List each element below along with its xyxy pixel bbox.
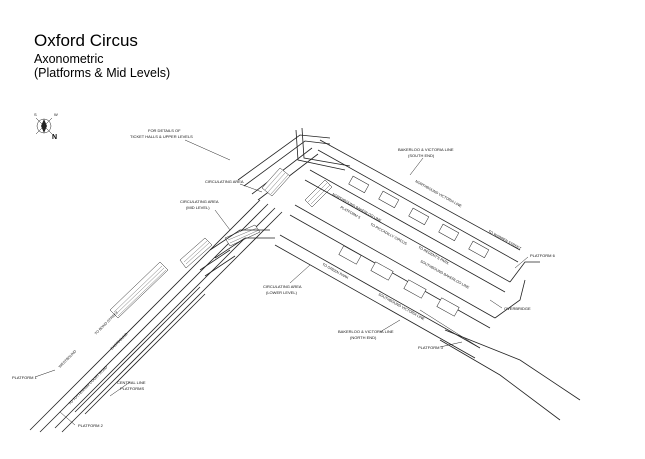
label-circulating-mid-2: (MID LEVEL) bbox=[186, 205, 210, 210]
label-bv-north-1: BAKERLOO & VICTORIA LINE bbox=[338, 329, 394, 334]
compass-icon: S W N bbox=[34, 112, 58, 141]
subtitle-levels: (Platforms & Mid Levels) bbox=[34, 66, 171, 80]
label-platform-6: PLATFORM 6 bbox=[530, 253, 556, 258]
label-nb-victoria: NORTHBOUND VICTORIA LINE bbox=[415, 179, 463, 208]
page-title: Oxford Circus bbox=[34, 31, 138, 50]
escalator-lower-left bbox=[109, 261, 169, 319]
label-details-2: TICKET HALLS & UPPER LEVELS bbox=[130, 134, 193, 139]
compass-w-label: W bbox=[54, 112, 58, 117]
label-to-green-park: TO GREEN PARK bbox=[322, 262, 350, 280]
label-details-1: FOR DETAILS OF bbox=[148, 128, 181, 133]
label-westbound: WESTBOUND bbox=[58, 349, 78, 369]
label-circulating-area: CIRCULATING AREA bbox=[205, 179, 244, 184]
label-bv-south-2: (SOUTH END) bbox=[408, 153, 435, 158]
label-platform-2: PLATFORM 2 bbox=[78, 423, 104, 428]
label-central-line-2: PLATFORMS bbox=[120, 386, 144, 391]
cross-passages bbox=[338, 175, 490, 317]
label-circulating-lower-2: (LOWER LEVEL) bbox=[266, 290, 298, 295]
victoria-bakerloo-platforms bbox=[199, 139, 581, 421]
label-circulating-lower-1: CIRCULATING AREA bbox=[263, 284, 302, 289]
escalator-lower-right bbox=[224, 224, 261, 247]
escalator-mid-left bbox=[179, 237, 213, 269]
label-overbridge: OVERBRIDGE bbox=[504, 306, 531, 311]
label-to-bond-street: TO BOND STREET bbox=[94, 310, 120, 336]
compass-north-label: N bbox=[52, 134, 57, 141]
leader-lines bbox=[34, 139, 529, 426]
compass-s-label: S bbox=[34, 112, 37, 117]
label-eastbound: EASTBOUND bbox=[110, 332, 129, 351]
subtitle-axonometric: Axonometric bbox=[34, 52, 104, 66]
label-platform-3: PLATFORM 3 bbox=[418, 345, 444, 350]
label-bv-south-1: BAKERLOO & VICTORIA LINE bbox=[398, 147, 454, 152]
upper-feeder-corridors bbox=[237, 127, 351, 208]
label-to-tottenham: TO TOTTENHAM COURT ROAD bbox=[68, 365, 109, 406]
label-platform-1: PLATFORM 1 bbox=[12, 375, 38, 380]
label-central-line-1: CENTRAL LINE bbox=[117, 380, 146, 385]
label-bv-north-2: (NORTH END) bbox=[350, 335, 377, 340]
escalator-upper bbox=[261, 167, 291, 197]
label-circulating-mid-1: CIRCULATING AREA bbox=[180, 199, 219, 204]
escalator-upper-2 bbox=[304, 179, 333, 208]
